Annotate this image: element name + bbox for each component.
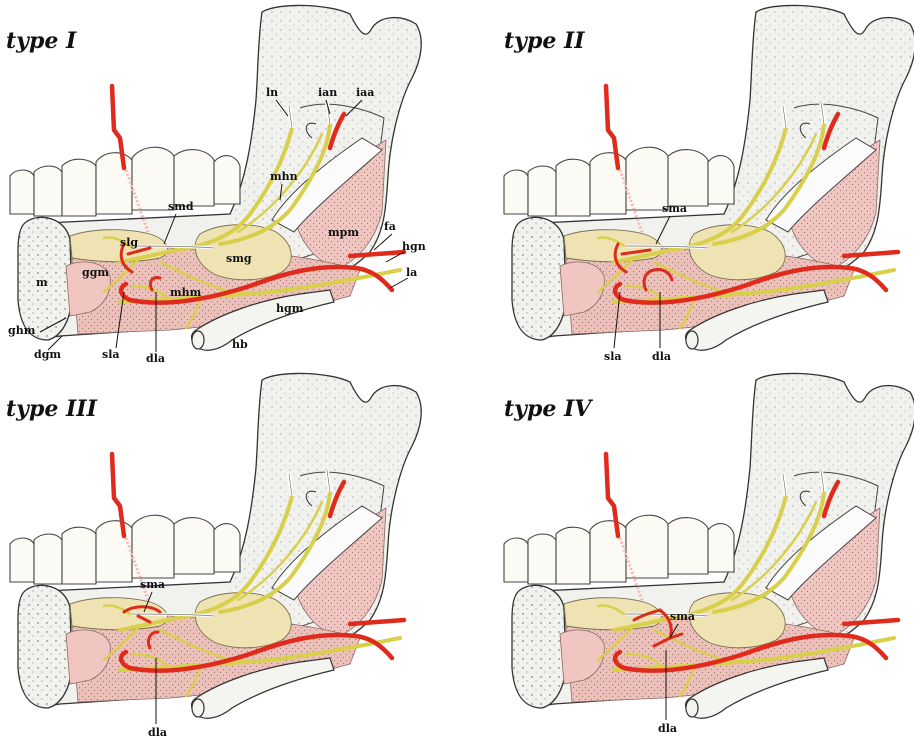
- label-dla: dla: [658, 722, 677, 735]
- label-ian: ian: [318, 86, 337, 99]
- label-sma: sma: [670, 610, 695, 623]
- label-sma: sma: [662, 202, 687, 215]
- panel-type-3: type III sma dla: [6, 373, 421, 739]
- label-smd: smd: [168, 200, 194, 213]
- label-fa: fa: [384, 220, 396, 233]
- panel-type-4: type IV sma dla: [504, 373, 914, 735]
- label-ggm: ggm: [82, 266, 109, 279]
- label-m: m: [36, 276, 48, 289]
- panel-type-1: type I ln ian iaa mhn smd slg smg mpm fa…: [6, 5, 426, 365]
- label-ghm: ghm: [8, 324, 36, 337]
- label-mhn: mhn: [270, 170, 298, 183]
- label-mpm: mpm: [328, 226, 359, 239]
- label-dla: dla: [148, 726, 167, 739]
- panel-title: type I: [6, 28, 77, 54]
- label-ln: ln: [266, 86, 278, 99]
- label-dla: dla: [146, 352, 165, 365]
- label-la: la: [406, 266, 417, 279]
- label-hb: hb: [232, 338, 248, 351]
- label-slg: slg: [120, 236, 138, 249]
- panel-title: type III: [6, 396, 98, 422]
- label-sma: sma: [140, 578, 165, 591]
- label-mhm: mhm: [170, 286, 202, 299]
- label-smg: smg: [226, 252, 252, 265]
- panel-title: type IV: [504, 396, 593, 422]
- panel-type-2: type II sma sla dla: [504, 5, 914, 363]
- label-iaa: iaa: [356, 86, 374, 99]
- label-dla: dla: [652, 350, 671, 363]
- label-sla: sla: [102, 348, 120, 361]
- label-hgm: hgm: [276, 302, 304, 315]
- label-dgm: dgm: [34, 348, 61, 361]
- label-hgn: hgn: [402, 240, 426, 253]
- label-sla: sla: [604, 350, 622, 363]
- panel-title: type II: [504, 28, 585, 54]
